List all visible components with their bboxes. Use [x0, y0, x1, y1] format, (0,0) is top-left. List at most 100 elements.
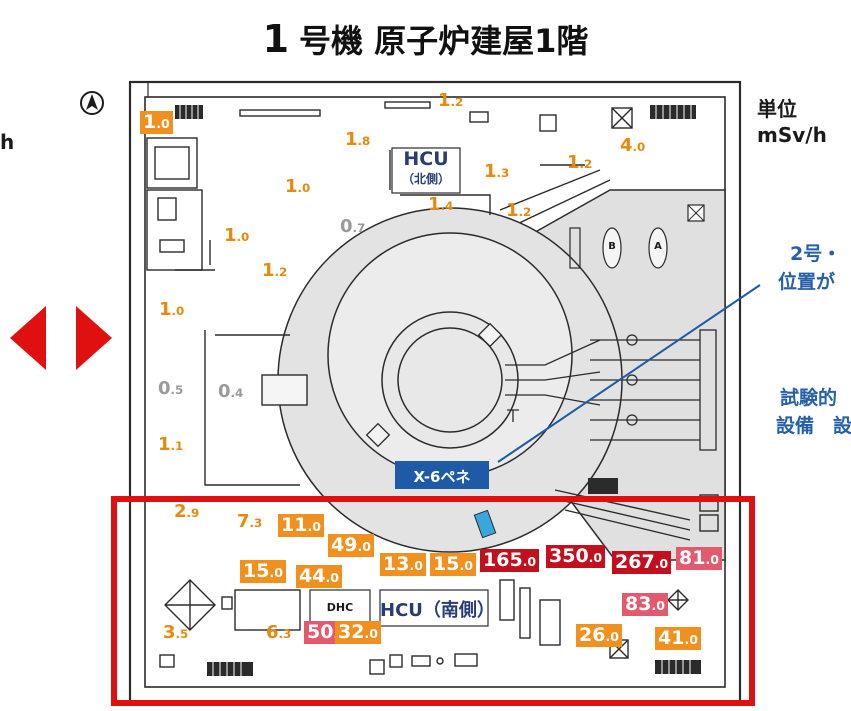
hcu-north-line1: HCU	[403, 148, 449, 170]
dose-reading-r14: 0.5	[158, 380, 183, 398]
dose-reading-r18: 7.3	[237, 513, 262, 531]
left-cut-text: h	[0, 130, 15, 154]
dose-reading-r2: 1.2	[438, 92, 463, 110]
dose-reading-dec: .0	[236, 230, 250, 244]
dose-reading-int: 1	[159, 299, 172, 320]
dose-reading-r30: 3.5	[163, 624, 188, 642]
dose-reading-int: 49	[331, 534, 358, 556]
dose-reading-dec: .0	[364, 626, 378, 641]
dose-reading-int: 26	[579, 624, 606, 646]
dose-reading-r15: 0.4	[218, 383, 243, 401]
dose-reading-dec: .0	[357, 539, 371, 554]
dose-reading-r11: 1.0	[224, 227, 249, 245]
unit-label-line2: mSv/h	[757, 123, 827, 147]
dose-reading-int: 1	[224, 225, 237, 246]
dose-reading-int: 83	[625, 593, 652, 615]
dose-reading-r25: 165.0	[480, 549, 540, 572]
dose-reading-dec: .2	[518, 205, 532, 219]
annotation-test-line2: 設備 設	[776, 415, 851, 437]
dose-reading-r6: 1.2	[567, 154, 592, 172]
dose-reading-r9: 1.2	[506, 202, 531, 220]
dose-reading-int: 1	[428, 194, 441, 215]
dose-reading-dec: .2	[579, 157, 593, 171]
dose-reading-r34: 26.0	[576, 624, 622, 647]
dose-reading-dec: .9	[186, 506, 200, 520]
pedestal-inner	[397, 327, 503, 433]
dose-reading-dec: .0	[409, 558, 423, 573]
dose-reading-dec: .0	[156, 116, 170, 131]
title-text: 号機 原子炉建屋1階	[299, 22, 589, 60]
dose-reading-r8: 1.4	[428, 196, 453, 214]
dose-reading-r31: 6.3	[266, 624, 291, 642]
dose-reading-r24: 15.0	[430, 553, 476, 576]
dose-reading-int: 1	[345, 129, 358, 150]
dose-reading-int: 0	[340, 216, 353, 237]
dose-reading-dec: .7	[352, 221, 366, 235]
dose-reading-dec: .0	[588, 550, 603, 565]
dose-reading-dec: .2	[274, 265, 288, 279]
dose-reading-int: 1	[484, 161, 497, 182]
dose-reading-dec: .0	[705, 552, 719, 567]
dose-reading-int: 267	[615, 551, 655, 573]
unit-label: 単位 mSv/h	[757, 96, 827, 148]
dose-reading-r5: 1.3	[484, 163, 509, 181]
annotation-test-line1: 試験的	[780, 387, 838, 409]
dose-reading-r3: 1.8	[345, 131, 370, 149]
dose-reading-dec: .4	[230, 386, 244, 400]
dose-reading-dec: .0	[307, 519, 321, 534]
annotation-unit2-line2: 位置が	[778, 271, 836, 293]
dose-reading-r12: 1.2	[262, 262, 287, 280]
dose-reading-dec: .0	[297, 181, 311, 195]
dose-reading-dec: .3	[278, 627, 292, 641]
dose-reading-dec: .8	[357, 134, 371, 148]
right-arrow-icon	[76, 306, 112, 370]
hcu-north-line2: （北側）	[401, 172, 450, 186]
dose-reading-r29: 83.0	[622, 593, 668, 616]
dose-reading-dec: .0	[522, 554, 537, 569]
dose-reading-r35: 41.0	[655, 627, 701, 650]
dose-reading-r23: 13.0	[380, 553, 426, 576]
dose-reading-dec: .2	[450, 95, 464, 109]
dose-reading-dec: .1	[170, 439, 184, 453]
dose-reading-dec: .5	[170, 383, 184, 397]
dose-reading-int: 1	[506, 200, 519, 221]
dose-reading-r16: 1.1	[158, 436, 183, 454]
dose-reading-dec: .3	[249, 516, 263, 530]
dose-reading-r20: 49.0	[328, 534, 374, 557]
annotation-unit2-line1: 2号・	[790, 243, 842, 265]
hcu-north-label: HCU （北側）	[392, 149, 460, 189]
dose-reading-r1: 1.0	[140, 111, 173, 134]
dose-reading-int: 1	[143, 111, 157, 133]
dose-reading-r33: 32.0	[335, 621, 381, 644]
dose-reading-int: 165	[483, 549, 523, 571]
annotation-unit2: 2号・ 位置が	[778, 240, 842, 296]
dose-reading-int: 3	[163, 622, 176, 643]
dose-reading-r13: 1.0	[159, 301, 184, 319]
annotation-test: 試験的 設備 設	[776, 384, 851, 440]
dose-reading-dec: .0	[651, 598, 665, 613]
dose-reading-int: 50	[307, 621, 334, 643]
dose-reading-r10: 0.7	[340, 218, 365, 236]
x6-penetration	[473, 509, 497, 539]
x6-label-box	[395, 461, 489, 489]
dose-reading-dec: .0	[325, 570, 339, 585]
dose-reading-dec: .4	[440, 199, 454, 213]
dose-reading-r7: 1.0	[285, 178, 310, 196]
dose-reading-dec: .0	[459, 558, 473, 573]
dose-reading-dec: .0	[632, 140, 646, 154]
dose-reading-dec: .0	[654, 556, 669, 571]
callout-line	[497, 284, 761, 463]
dose-reading-int: 11	[281, 514, 308, 536]
hcu-south-label: HCU（南側）	[380, 600, 495, 621]
dose-reading-r27: 267.0	[612, 551, 672, 574]
dose-reading-int: 44	[299, 565, 326, 587]
dose-reading-int: 15	[433, 553, 460, 575]
dose-reading-int: 13	[383, 553, 410, 575]
dose-reading-r4: 4.0	[620, 137, 645, 155]
dose-reading-r26: 350.0	[546, 545, 606, 568]
dose-reading-int: 1	[438, 90, 451, 111]
dose-reading-r28: 81.0	[676, 547, 722, 570]
dose-reading-dec: .5	[175, 627, 189, 641]
equipment-a-label: A	[654, 241, 662, 252]
